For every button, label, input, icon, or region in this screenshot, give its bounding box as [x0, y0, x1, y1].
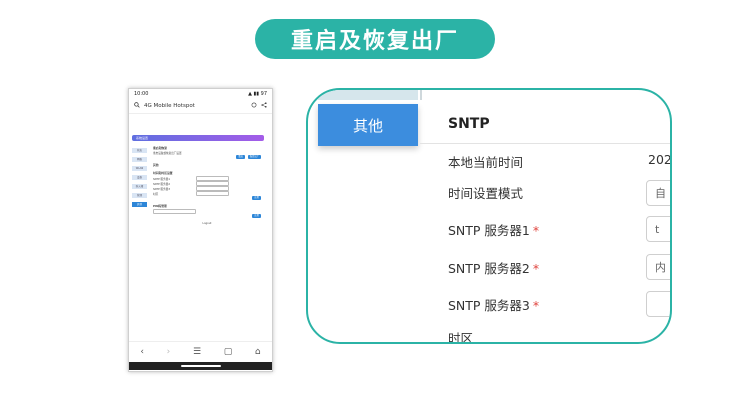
web-menu-other[interactable]: 其他 — [132, 202, 147, 207]
page-title: 重启及恢复出厂 — [255, 19, 495, 59]
ntp-server3-input[interactable] — [196, 186, 229, 191]
status-icons: ▲ ▮▮ 97 — [248, 91, 267, 97]
web-menu-status[interactable]: 状态 — [132, 148, 147, 153]
phone-screenshot: 10:00 ▲ ▮▮ 97 4G Mobile Hotspot 系统设置 状态 … — [128, 88, 273, 372]
pin-title: PIN码管理 — [153, 204, 167, 208]
ntp-field-label: SNTP 服务器3 — [153, 187, 170, 191]
timezone-label: 时区 — [448, 331, 474, 344]
web-content: 重启和恢复 重启设备或恢复出厂设置 重启 恢复出厂 其他 时间和时区设置 SNT… — [153, 146, 261, 225]
pin-input[interactable] — [153, 209, 196, 214]
sntp-server1-label: SNTP 服务器1* — [448, 223, 540, 238]
gesture-bar — [129, 362, 272, 370]
ntp-apply-button[interactable]: 应用 — [252, 196, 261, 200]
required-mark: * — [532, 298, 540, 313]
pin-apply-button[interactable]: 应用 — [252, 214, 261, 218]
local-time-value: 202 — [648, 152, 672, 167]
share-icon[interactable] — [261, 102, 267, 110]
sntp-server3-input[interactable] — [646, 291, 670, 317]
restart-button[interactable]: 重启 — [236, 155, 245, 159]
zoom-content: SNTP 本地当前时间 202 时间设置模式 自 SNTP 服务器1* t SN… — [420, 90, 670, 342]
back-icon[interactable]: ‹ — [140, 347, 144, 357]
pin-section: PIN码管理 应用 — [153, 204, 261, 218]
local-time-label: 本地当前时间 — [448, 155, 524, 170]
other-title: 其他 — [153, 163, 159, 167]
web-nav-title: 系统设置 — [136, 136, 149, 140]
url-text[interactable]: 4G Mobile Hotspot — [144, 103, 195, 109]
required-mark: * — [532, 261, 540, 276]
required-mark: * — [532, 223, 540, 238]
restart-section: 重启和恢复 重启设备或恢复出厂设置 重启 恢复出厂 — [153, 146, 261, 159]
tabs-icon[interactable]: ▢ — [223, 347, 233, 357]
zoom-menu-top — [318, 90, 418, 100]
sntp-server1-input[interactable]: t — [646, 216, 670, 242]
timezone-select[interactable] — [196, 191, 229, 196]
menu-icon[interactable]: ☰ — [192, 347, 202, 357]
sntp-server2-input[interactable]: 内 — [646, 254, 670, 280]
time-mode-label: 时间设置模式 — [448, 186, 524, 201]
ntp-server2-input[interactable] — [196, 181, 229, 186]
ntp-server1-input[interactable] — [196, 176, 229, 181]
sntp-server2-label: SNTP 服务器2* — [448, 261, 540, 276]
other-section: 其他 — [153, 163, 261, 167]
ntp-section: 时间和时区设置 SNTP 服务器1 SNTP 服务器2 SNTP 服务器3 时区… — [153, 171, 261, 200]
time-mode-select[interactable]: 自 — [646, 180, 670, 206]
web-menu-wlan[interactable]: WLAN — [132, 166, 147, 171]
web-menu-firewall[interactable]: 防火墙 — [132, 184, 147, 189]
router-web-page: 系统设置 状态 网络 WLAN 设备 防火墙 管理 其他 重启和恢复 重启设备或… — [129, 115, 272, 340]
web-side-menu: 状态 网络 WLAN 设备 防火墙 管理 其他 — [132, 148, 147, 211]
search-icon[interactable] — [134, 102, 140, 110]
web-nav-bar: 系统设置 — [132, 135, 264, 141]
sntp-server3-label: SNTP 服务器3* — [448, 298, 540, 313]
restart-title: 重启和恢复 — [153, 146, 167, 150]
ntp-field-label: 时区 — [153, 192, 159, 196]
sntp-title: SNTP — [448, 116, 490, 132]
refresh-icon[interactable] — [251, 102, 257, 110]
factory-reset-button[interactable]: 恢复出厂 — [247, 155, 261, 159]
browser-url-bar[interactable]: 4G Mobile Hotspot — [129, 99, 272, 114]
web-menu-device[interactable]: 设备 — [132, 175, 147, 180]
zoom-callout: 其他 SNTP 本地当前时间 202 时间设置模式 自 SNTP 服务器1* t… — [306, 88, 672, 344]
status-time: 10:00 — [134, 91, 149, 97]
zoom-side-menu: 其他 — [318, 90, 418, 342]
browser-bottom-nav: ‹ › ☰ ▢ ⌂ — [129, 341, 272, 362]
web-menu-manage[interactable]: 管理 — [132, 193, 147, 198]
zoom-menu-other[interactable]: 其他 — [318, 104, 418, 146]
forward-icon[interactable]: › — [166, 347, 171, 357]
home-icon[interactable]: ⌂ — [254, 347, 261, 357]
web-menu-network[interactable]: 网络 — [132, 157, 147, 162]
restart-desc: 重启设备或恢复出厂设置 — [153, 152, 182, 155]
ntp-field-label: SNTP 服务器1 — [153, 177, 170, 181]
status-bar: 10:00 ▲ ▮▮ 97 — [129, 89, 272, 99]
ntp-field-label: SNTP 服务器2 — [153, 182, 170, 186]
web-footer[interactable]: Logout — [202, 222, 212, 225]
ntp-title: 时间和时区设置 — [153, 171, 173, 175]
